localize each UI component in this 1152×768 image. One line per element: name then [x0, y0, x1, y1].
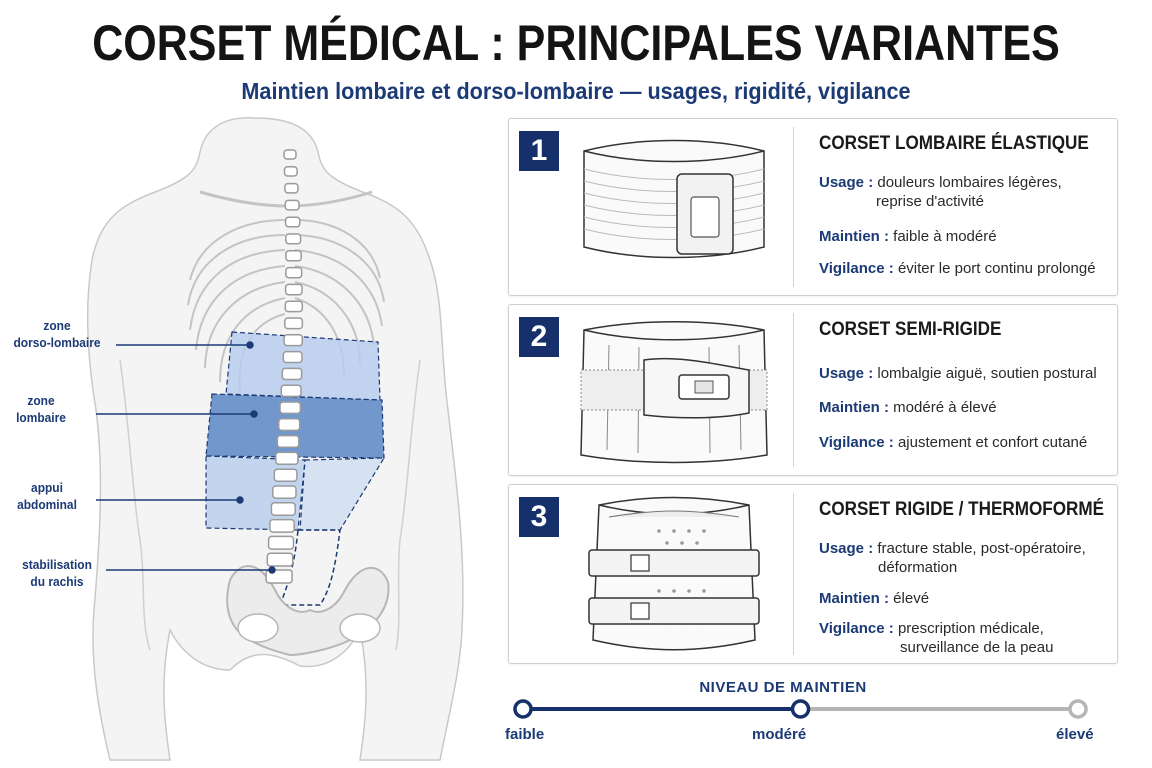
vertebra: [284, 182, 299, 194]
vertebra: [285, 250, 303, 262]
vertebra: [284, 300, 304, 313]
label-appui-abdominal: appui abdominal: [17, 480, 77, 512]
vertebra: [270, 502, 296, 516]
scale-label-modere: modéré: [752, 726, 807, 743]
rigid-brace-icon: [588, 496, 760, 651]
vertebra: [284, 317, 304, 330]
usage-row: Usage : fracture stable, post-opératoire…: [819, 540, 1086, 576]
vigilance-row: Vigilance : ajustement et confort cutané: [819, 434, 1088, 451]
variant-number: 2: [519, 317, 559, 357]
page-subtitle: Maintien lombaire et dorso-lombaire — us…: [241, 78, 911, 104]
torso-spine-icon: [86, 117, 464, 761]
vertebra: [285, 233, 302, 245]
semi-rigid-brace-icon: [580, 321, 768, 464]
variant-card-2: 2 CORSET SEMI-RIGIDE Usage : lombalgie a…: [508, 304, 1118, 476]
vigilance-row: Vigilance : éviter le port continu prolo…: [819, 260, 1096, 277]
maintien-row: Maintien : modéré à élevé: [819, 399, 997, 416]
variant-title: CORSET LOMBAIRE ÉLASTIQUE: [819, 133, 1089, 154]
label-lombaire: zone lombaire: [16, 393, 66, 425]
scale-label-eleve: élevé: [1056, 726, 1094, 743]
vertebra: [285, 266, 303, 279]
vertebra: [284, 283, 303, 296]
variant-title: CORSET SEMI-RIGIDE: [819, 319, 1002, 340]
support-level-scale: [513, 699, 1088, 719]
variant-title: CORSET RIGIDE / THERMOFORMÉ: [819, 499, 1105, 520]
label-dorso-lombaire: zone dorso-lombaire: [13, 318, 101, 350]
vertebra: [281, 367, 303, 381]
maintien-row: Maintien : élevé: [819, 590, 930, 607]
elastic-belt-icon: [583, 139, 765, 259]
scale-title: NIVEAU DE MAINTIEN: [699, 679, 867, 696]
vertebra: [279, 401, 302, 415]
vertebra: [272, 485, 297, 499]
scale-node-modere: [790, 699, 811, 719]
vertebra: [283, 334, 304, 347]
vertebra: [276, 434, 300, 449]
vertebra: [282, 350, 303, 364]
vertebra: [284, 216, 301, 228]
variant-number: 3: [519, 497, 559, 537]
scale-node-eleve: [1068, 699, 1088, 719]
label-stabilisation: stabilisation du rachis: [22, 557, 92, 589]
vertebra: [283, 149, 297, 160]
variant-card-3: 3 CORSET RIGIDE / THERMOFORMÉ Usage : fr…: [508, 484, 1118, 664]
vertebra: [269, 518, 295, 533]
usage-row: Usage : lombalgie aiguë, soutien postura…: [819, 365, 1097, 382]
variant-card-1: 1 CORSET LOMBAIRE ÉLASTIQUE Usage : doul…: [508, 118, 1118, 296]
vertebra: [273, 468, 298, 482]
vertebra: [275, 451, 299, 466]
scale-label-faible: faible: [505, 726, 545, 743]
anatomy-figure: zone dorso-lombaire zone lombaire appui …: [0, 110, 500, 768]
page-title: CORSET MÉDICAL : PRINCIPALES VARIANTES: [92, 15, 1060, 71]
vertebra: [266, 552, 294, 567]
vertebra: [283, 166, 298, 177]
vertebra: [284, 199, 300, 211]
variant-number: 1: [519, 131, 559, 171]
scale-node-faible: [513, 699, 533, 719]
vertebra: [267, 535, 295, 550]
maintien-row: Maintien : faible à modéré: [819, 228, 997, 245]
vertebra: [280, 384, 302, 398]
vigilance-row: Vigilance : prescription médicale, surve…: [819, 620, 1054, 656]
vertebra: [277, 418, 301, 432]
usage-row: Usage : douleurs lombaires légères, repr…: [819, 174, 1062, 210]
